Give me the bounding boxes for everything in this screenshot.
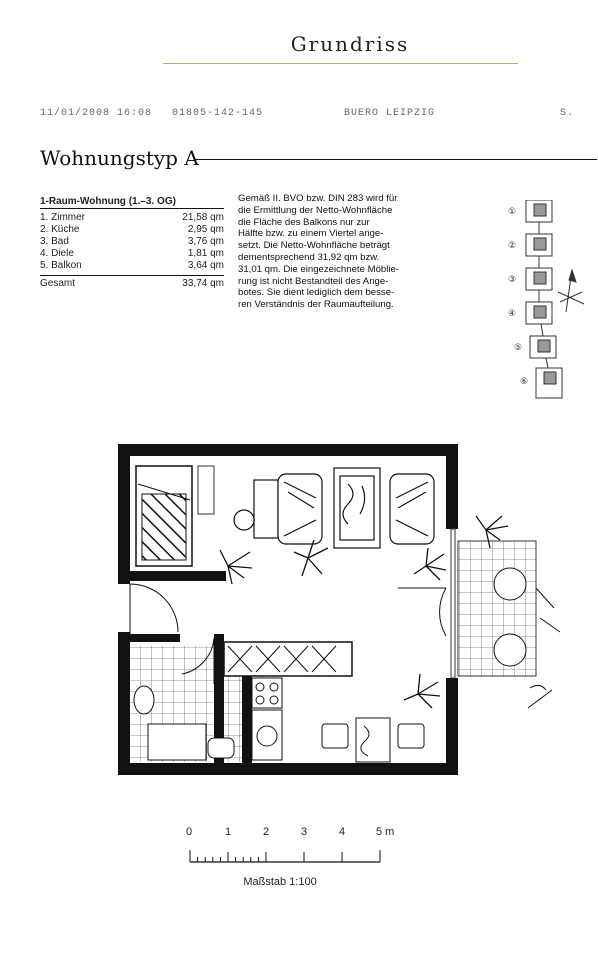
description-line: setzt. Die Netto-Wohnfläche beträgt <box>238 240 390 252</box>
room-area: 1,81 qm <box>187 248 224 259</box>
scale-bar <box>189 850 381 863</box>
bathroom-fixtures <box>133 685 235 761</box>
page-title: Grundriss <box>290 32 410 56</box>
scale-tick-label: 0 <box>186 826 193 838</box>
room-area: 21,58 qm <box>182 212 224 223</box>
position-label: ⑥ <box>520 377 528 387</box>
description-line: rung ist nicht Bestandteil des Ange- <box>238 275 389 287</box>
total-row: Gesamt 33,74 qm <box>40 275 224 289</box>
scale-tick-label: 2 <box>263 826 270 838</box>
wardrobe <box>197 465 215 515</box>
position-label: ② <box>508 241 516 251</box>
scale-tick-label: 3 <box>301 826 308 838</box>
seating-group <box>233 467 435 549</box>
description-line: die Fläche des Balkons nur zur <box>238 216 370 228</box>
room-area: 3,64 qm <box>187 260 224 271</box>
doors <box>129 583 447 684</box>
room-name: 2. Küche <box>40 224 80 235</box>
description-line: botes. Sie dient lediglich dem besse- <box>238 287 395 299</box>
position-label: ⑤ <box>514 343 522 353</box>
position-label: ③ <box>508 275 516 285</box>
kitchen-counter <box>223 641 353 761</box>
room-row: 4. Diele 1,81 qm <box>40 248 224 260</box>
description-line: Hälfte bzw. zu einem Viertel ange- <box>238 228 384 240</box>
description-line: 31,01 qm. Die eingezeichnete Möblie- <box>238 263 400 275</box>
fax-page: S. <box>560 108 575 119</box>
plant-icon <box>219 515 509 709</box>
room-area-table: 1-Raum-Wohnung (1.–3. OG) 1. Zimmer 21,58… <box>40 196 224 289</box>
scale-tick-label: 4 <box>339 826 346 838</box>
title-divider <box>163 63 518 64</box>
apartment-type-title: Wohnungstyp A <box>40 146 199 170</box>
room-name: 1. Zimmer <box>40 212 85 223</box>
balcony-furniture <box>493 567 561 667</box>
scale-label: Maßstab 1:100 <box>243 876 317 888</box>
room-row: 5. Balkon 3,64 qm <box>40 260 224 272</box>
fax-office: BUERO LEIPZIG <box>344 108 436 119</box>
fax-date-time: 11/01/2008 16:08 <box>40 108 153 119</box>
room-area: 3,76 qm <box>187 236 224 247</box>
description-line: dementsprechend 31,92 qm bzw. <box>238 251 380 263</box>
room-row: 1. Zimmer 21,58 qm <box>40 212 224 224</box>
fax-phone: 01805-142-145 <box>172 108 264 119</box>
room-name: 5. Balkon <box>40 260 82 271</box>
room-area: 2,95 qm <box>187 224 224 235</box>
description-line: Gemäß II. BVO bzw. DIN 283 wird für <box>238 193 398 204</box>
scale-tick-label: 1 <box>225 826 232 838</box>
room-row: 3. Bad 3,76 qm <box>40 236 224 248</box>
dining-set <box>321 717 425 763</box>
room-name: 4. Diele <box>40 248 74 259</box>
description-line: die Ermittlung der Netto-Wohnfläche <box>238 204 393 216</box>
north-arrow-icon <box>557 268 585 313</box>
position-label: ④ <box>508 309 516 319</box>
walls <box>118 444 458 775</box>
room-table-title: 1-Raum-Wohnung (1.–3. OG) <box>40 196 224 209</box>
position-label: ① <box>508 207 516 217</box>
total-area: 33,74 qm <box>182 278 224 289</box>
title-underline <box>195 159 597 160</box>
room-row: 2. Küche 2,95 qm <box>40 224 224 236</box>
room-name: 3. Bad <box>40 236 69 247</box>
bed <box>135 465 193 567</box>
description-line: ren Verständnis der Raumaufteilung. <box>238 299 394 311</box>
building-position-diagram: ① ② ③ ④ ⑤ ⑥ <box>508 200 585 399</box>
total-label: Gesamt <box>40 278 76 289</box>
floor-plan <box>118 444 561 775</box>
area-description: Gemäß II. BVO bzw. DIN 283 wird für die … <box>238 193 424 311</box>
scale-tick-label: 5 m <box>376 826 395 838</box>
